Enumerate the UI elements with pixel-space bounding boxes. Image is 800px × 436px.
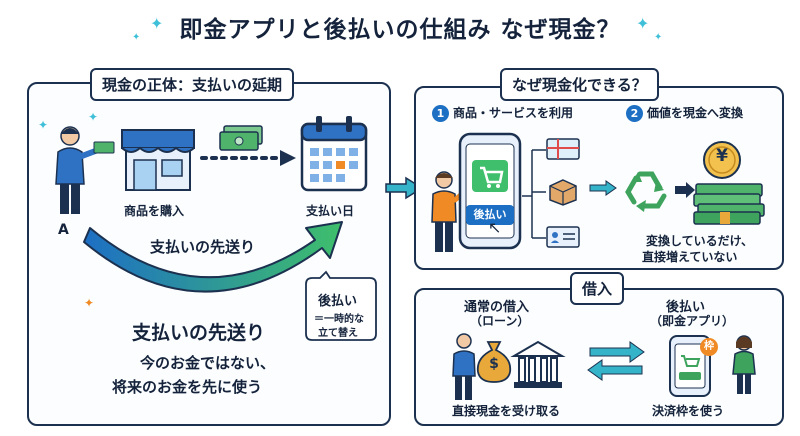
exchange-arrows-icon (587, 341, 645, 381)
step1-text: 商品・サービスを利用 (453, 106, 574, 120)
shop-icon (121, 129, 195, 191)
sparkle-icon: ✦ (654, 32, 663, 43)
gift-card-icon (546, 138, 580, 160)
right-bottom-panel (414, 288, 784, 426)
person-a-label: A (58, 222, 69, 238)
later-pay-subtitle: （即金アプリ） (650, 314, 735, 328)
money-bag-icon (476, 341, 512, 383)
step1-label: 1 商品・サービスを利用 (432, 104, 573, 122)
convert-arrow-icon (675, 182, 695, 198)
later-pay-title: 後払い (666, 300, 706, 315)
phone-later-pay-button[interactable]: 後払い (466, 205, 514, 225)
bubble-line1: ＝一時的な (314, 314, 364, 325)
credit-line-badge: 枠 (700, 338, 718, 356)
calendar-icon (300, 116, 368, 192)
later-pay-caption: 決済枠を使う (652, 404, 725, 418)
arrow-caption: 支払いの先送り (150, 238, 256, 256)
dotted-arrow-icon (200, 150, 296, 166)
step2-number: 2 (626, 105, 643, 122)
bubble-title: 後払い (318, 294, 358, 309)
note-line1: 変換しているだけ、 (646, 234, 754, 248)
sparkle-icon: ✦ (84, 296, 95, 310)
right-top-heading: なぜ現金化できる？ (500, 68, 659, 101)
sparkle-icon: ✦ (150, 14, 164, 33)
bracket-lines (522, 149, 546, 239)
sparkle-icon: ✦ (636, 14, 650, 33)
left-panel-heading: 現金の正体：支払いの延期 (90, 68, 295, 101)
loan-caption: 直接現金を受け取る (452, 404, 561, 418)
cursor-icon: ↖ (488, 218, 502, 237)
speech-bubble (305, 270, 377, 341)
step2-label: 2 価値を現金へ変換 (626, 104, 743, 122)
main-caption: 支払いの先送り (132, 322, 266, 344)
bubble-line2: 立て替え (318, 328, 358, 339)
step2-text: 価値を現金へ変換 (647, 106, 744, 120)
loan-subtitle: （ローン） (470, 314, 530, 328)
id-card-icon (546, 226, 580, 248)
person-a-icon (55, 126, 115, 214)
yen-symbol: ¥ (716, 146, 728, 166)
sparkle-icon: ✦ (88, 110, 99, 124)
cash-stack-icon (693, 141, 765, 225)
right-bottom-heading: 借入 (570, 272, 625, 305)
step1-number: 1 (432, 105, 449, 122)
curved-arrow-icon (83, 221, 343, 293)
sparkle-icon: ✦ (132, 32, 141, 43)
sub-line1: 今のお金ではない、 (140, 354, 276, 372)
loan-title: 通常の借入 (464, 300, 530, 315)
step-arrow-icon (589, 180, 617, 196)
cash-icon (219, 125, 263, 151)
bank-icon (510, 340, 566, 388)
dollar-symbol: $ (489, 356, 499, 372)
sparkle-icon: ✦ (38, 118, 49, 132)
page-title: 即金アプリと後払いの仕組み なぜ現金？ (179, 17, 621, 43)
sub-line2: 将来のお金を先に使う (112, 378, 263, 396)
borrower-icon (452, 333, 476, 400)
payday-label: 支払い日 (306, 204, 355, 218)
note-line2: 直接増えていない (642, 250, 738, 264)
user-icon (732, 335, 756, 394)
package-icon (549, 179, 577, 206)
recycle-icon (625, 171, 667, 212)
shop-label: 商品を購入 (124, 204, 185, 218)
